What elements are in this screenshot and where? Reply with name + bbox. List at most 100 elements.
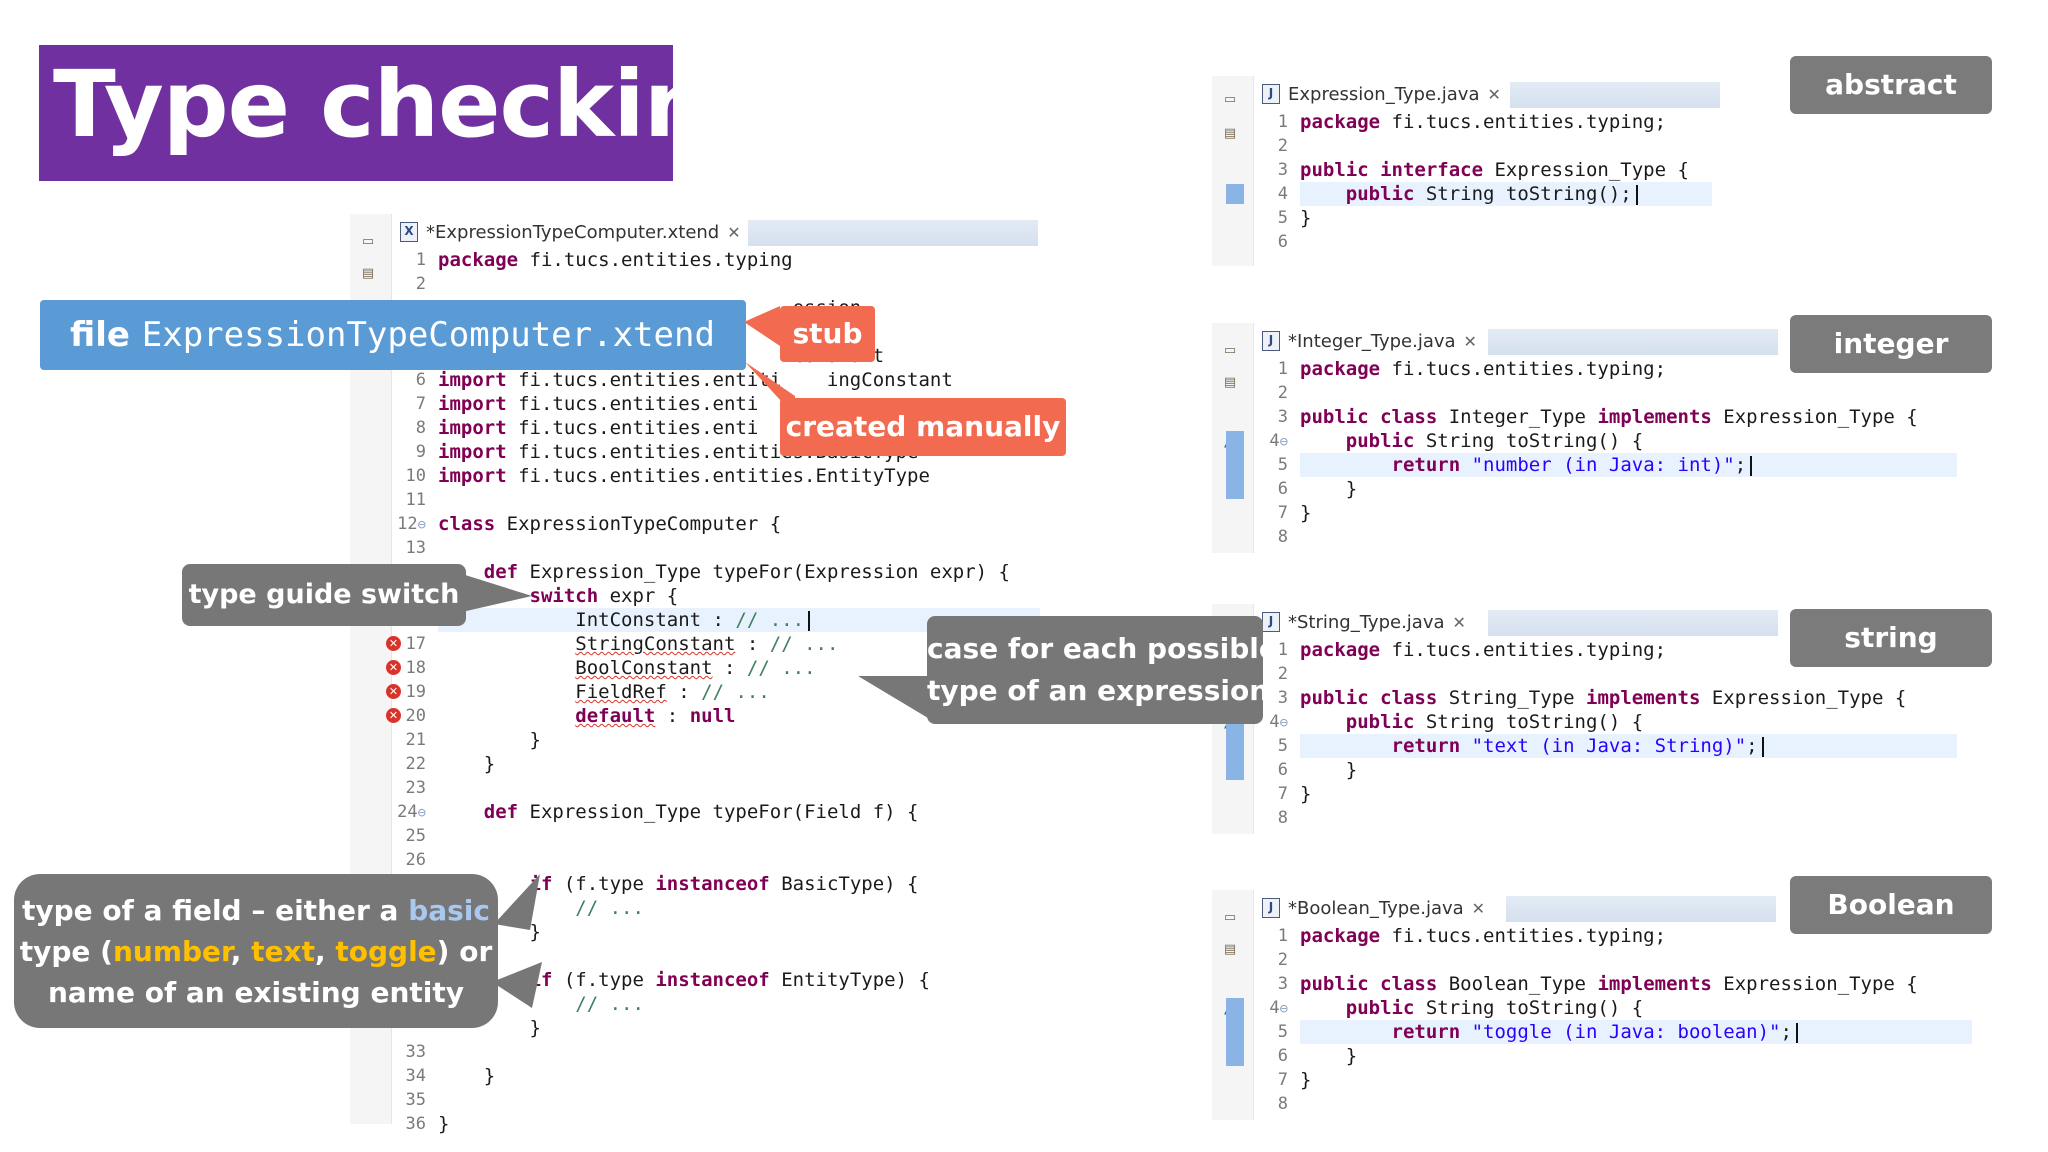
code-line[interactable]: 7} [1254, 501, 1957, 525]
fold-icon[interactable]: ⊖ [417, 805, 426, 821]
code-line[interactable]: 2 [1254, 381, 1957, 405]
code-line[interactable]: 7} [1254, 782, 1957, 806]
error-marker-icon[interactable]: ✕ [386, 636, 401, 651]
code-text[interactable]: public class Integer_Type implements Exp… [1300, 406, 1918, 428]
code-line[interactable]: 5} [1254, 206, 1712, 230]
code-line[interactable]: 36} [392, 1112, 1040, 1136]
code-line[interactable]: 6 [1254, 230, 1712, 254]
code-text[interactable]: // ... [575, 993, 644, 1015]
error-marker-icon[interactable]: ✕ [386, 708, 401, 723]
code-line[interactable]: 21 } [392, 728, 1040, 752]
code-line[interactable]: 8 [1254, 525, 1957, 549]
close-tab-icon[interactable]: ✕ [1452, 612, 1466, 632]
code-text[interactable]: } [1300, 1045, 1358, 1067]
outline-icon[interactable]: ▤ [1223, 126, 1237, 141]
editor-tab[interactable]: X *ExpressionTypeComputer.xtend ✕ [400, 218, 741, 246]
code-text[interactable]: } [438, 1017, 541, 1039]
code-text[interactable]: package fi.tucs.entities.typing; [1300, 639, 1667, 661]
code-text[interactable]: FieldRef : // ... [575, 681, 770, 703]
code-text[interactable]: BoolConstant : // ... [575, 657, 816, 679]
code-text[interactable]: if (f.type instanceof BasicType) { [529, 873, 919, 895]
code-line[interactable]: 7} [1254, 1068, 1972, 1092]
code-line[interactable]: 5 return "number (in Java: int)"; [1254, 453, 1957, 477]
code-text[interactable]: return "text (in Java: String)"; [1300, 734, 1764, 758]
code-text[interactable]: } [438, 729, 541, 751]
code-text[interactable]: package fi.tucs.entities.typing; [1300, 358, 1667, 380]
code-line[interactable]: 2 [1254, 662, 1957, 686]
code-line[interactable]: 35 [392, 1088, 1040, 1112]
code-line[interactable]: 26 [392, 848, 1040, 872]
code-text[interactable]: class ExpressionTypeComputer { [438, 513, 782, 535]
code-line[interactable]: switch expr { [392, 584, 1040, 608]
code-line[interactable]: 12⊖class ExpressionTypeComputer { [392, 512, 1040, 536]
code-text[interactable]: if (f.type instanceof EntityType) { [529, 969, 930, 991]
code-line[interactable]: 4 public String toString(); [1254, 182, 1712, 206]
code-text[interactable]: public String toString() { [1345, 997, 1644, 1019]
code-text[interactable]: StringConstant : // ... [575, 633, 839, 655]
code-text[interactable]: def Expression_Type typeFor(Field f) { [483, 801, 919, 823]
code-line[interactable]: 13 [392, 536, 1040, 560]
code-line[interactable]: 5 return "text (in Java: String)"; [1254, 734, 1957, 758]
restore-icon[interactable]: ▭ [361, 234, 375, 249]
fold-icon[interactable]: ⊖ [417, 517, 426, 533]
code-line[interactable]: 4⊖▲ public String toString() { [1224, 996, 1972, 1020]
code-text[interactable]: public interface Expression_Type { [1300, 159, 1689, 181]
code-text[interactable]: } [438, 1113, 450, 1135]
error-marker-icon[interactable]: ✕ [386, 660, 401, 675]
code-text[interactable]: } [438, 1065, 496, 1087]
code-line[interactable]: 24⊖ def Expression_Type typeFor(Field f)… [392, 800, 1040, 824]
code-text[interactable]: import fi.tucs.entities.enti [438, 393, 759, 415]
code-line[interactable]: 2 [392, 272, 1040, 296]
code-line[interactable]: } [392, 1016, 1040, 1040]
code-text[interactable]: public String toString() { [1345, 711, 1644, 733]
code-text[interactable]: return "number (in Java: int)"; [1300, 453, 1753, 477]
fold-icon[interactable]: ⊖ [1279, 715, 1288, 731]
code-text[interactable]: } [529, 921, 541, 943]
restore-icon[interactable]: ▭ [1223, 343, 1237, 358]
code-line[interactable]: 16 IntConstant : // ... [392, 608, 1040, 632]
code-line[interactable]: 23 [392, 776, 1040, 800]
code-line[interactable]: // ... [392, 896, 1040, 920]
editor-tab[interactable]: J *Integer_Type.java ✕ [1262, 327, 1477, 355]
restore-icon[interactable]: ▭ [1223, 92, 1237, 107]
code-line[interactable]: 2 [1254, 134, 1712, 158]
code-text[interactable]: } [1300, 759, 1358, 781]
code-text[interactable]: package fi.tucs.entities.typing; [1300, 925, 1667, 947]
error-marker-icon[interactable]: ✕ [386, 684, 401, 699]
code-line[interactable]: 6 } [1254, 758, 1957, 782]
code-text[interactable]: IntConstant : // ... [438, 608, 811, 632]
code-text[interactable]: } [1300, 478, 1358, 500]
code-line[interactable]: def Expression_Type typeFor(Expression e… [392, 560, 1040, 584]
close-tab-icon[interactable]: ✕ [1487, 84, 1501, 104]
code-text[interactable]: public class Boolean_Type implements Exp… [1300, 973, 1918, 995]
code-text[interactable]: def Expression_Type typeFor(Expression e… [483, 561, 1010, 583]
code-line[interactable]: 4⊖▲ public String toString() { [1224, 710, 1957, 734]
code-text[interactable]: public class String_Type implements Expr… [1300, 687, 1907, 709]
code-text[interactable]: package fi.tucs.entities.typing; [1300, 111, 1667, 133]
code-text[interactable]: import fi.tucs.entities.entities.EntityT… [438, 465, 930, 487]
code-line[interactable]: 22 } [392, 752, 1040, 776]
restore-icon[interactable]: ▭ [1223, 910, 1237, 925]
code-text[interactable]: public String toString(); [1300, 182, 1638, 206]
code-text[interactable]: } [1300, 783, 1312, 805]
close-tab-icon[interactable]: ✕ [1471, 898, 1486, 918]
code-line[interactable]: 20✕ default : null [386, 704, 1040, 728]
editor-tab[interactable]: J Expression_Type.java ✕ [1262, 80, 1501, 108]
code-line[interactable]: 6 } [1254, 477, 1957, 501]
